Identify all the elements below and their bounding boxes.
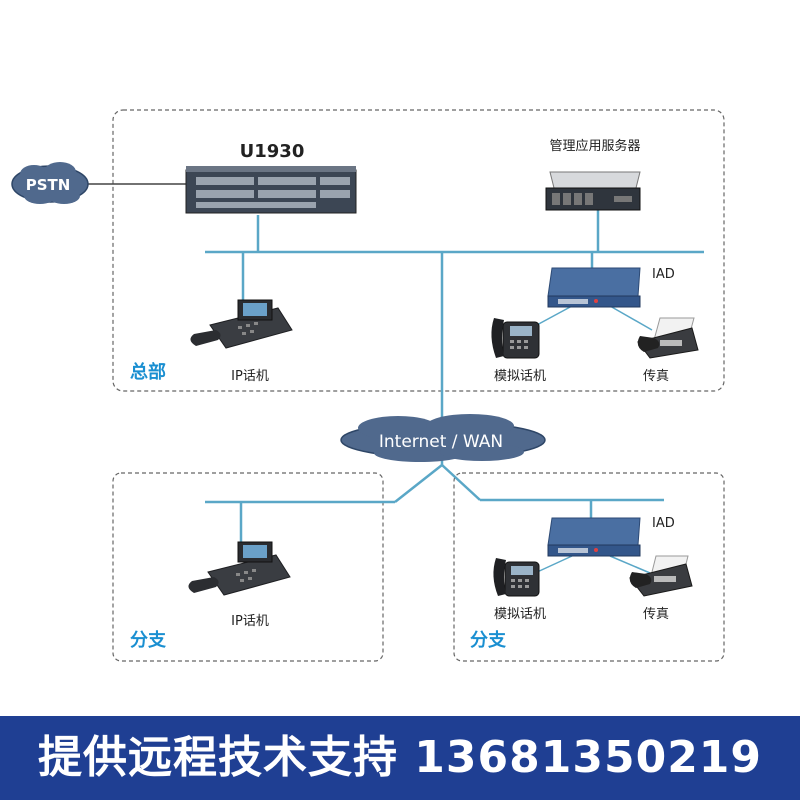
fax-branch-label: 传真 <box>643 607 669 622</box>
branch-right-region <box>453 472 725 662</box>
ip-phone-branch-icon <box>188 541 291 596</box>
pstn-cloud-icon <box>11 162 89 204</box>
ip-phone-hq-icon <box>190 299 293 349</box>
iad-branch-label: IAD <box>652 516 675 531</box>
server-label: 管理应用服务器 <box>549 138 640 154</box>
ip-phone-branch-label: IP话机 <box>231 614 269 629</box>
iad-branch-icon <box>547 517 641 557</box>
fax-hq-icon <box>637 317 699 359</box>
analog-phone-branch-label: 模拟话机 <box>494 607 546 622</box>
analog-phone-hq-icon <box>491 318 540 359</box>
u1930-label: U1930 <box>240 141 305 162</box>
analog-phone-branch-icon <box>493 558 540 597</box>
iad-hq-label: IAD <box>652 267 675 282</box>
analog-phone-hq-label: 模拟话机 <box>494 369 546 384</box>
u1930-gateway-icon <box>185 166 357 214</box>
iad-phone-lines <box>534 305 653 574</box>
branch-left-region <box>112 472 384 662</box>
server-icon <box>545 171 641 211</box>
hq-label: 总部 <box>130 361 166 383</box>
fax-branch-icon <box>629 555 693 597</box>
contact-banner: 提供远程技术支持 13681350219 <box>0 716 800 800</box>
pstn-label: PSTN <box>26 176 71 194</box>
ip-phone-hq-label: IP话机 <box>231 369 269 384</box>
hq-region <box>112 109 725 392</box>
fax-hq-label: 传真 <box>643 369 669 384</box>
internet-label: Internet / WAN <box>379 432 503 452</box>
hq-lines <box>205 210 704 418</box>
internet-cloud-icon <box>340 414 546 462</box>
branch-right-label: 分支 <box>470 629 507 651</box>
branch-left-label: 分支 <box>130 629 167 651</box>
network-diagram: PSTN U1930 管理应用服务器 IAD <box>11 109 725 662</box>
iad-hq-icon <box>547 267 641 308</box>
wan-lines <box>205 455 664 548</box>
